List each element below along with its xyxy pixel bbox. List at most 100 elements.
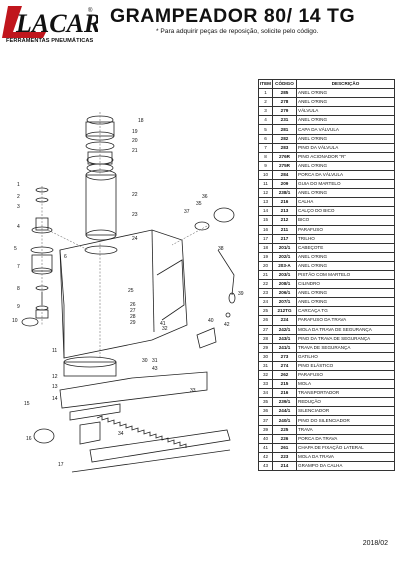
description-cell: ANEL O'RING	[296, 251, 395, 262]
item-cell: 28	[258, 333, 273, 344]
description-cell: SILENCIADOR	[296, 406, 395, 417]
description-cell: CHAPA DE FIXAÇÃO LATERAL	[296, 442, 395, 453]
description-cell: GRAMPO DA CALHA	[296, 460, 395, 472]
callout-15: 15	[24, 401, 30, 407]
callout-35: 35	[196, 201, 202, 207]
item-cell: 17	[258, 233, 273, 244]
page-title: GRAMPEADOR 80/ 14 TG	[110, 5, 356, 27]
exploded-view-drawing: 1 2 3 4 5 6 7 8 9 10 11 12 13 14 15 16 1…	[12, 112, 244, 473]
code-cell: 284	[272, 169, 297, 181]
code-cell: 239/1	[272, 397, 297, 408]
description-cell: ANEL O'RING	[296, 288, 395, 299]
callout-5: 5	[14, 246, 17, 252]
code-cell: 206/1	[272, 288, 297, 299]
code-cell: 203-A	[272, 260, 297, 271]
description-cell: CALÇO DO BICO	[296, 206, 395, 217]
description-cell: ANEL O'RING	[296, 160, 395, 171]
code-cell: 283	[272, 142, 297, 153]
code-cell: 261	[272, 442, 297, 453]
callout-2: 2	[17, 194, 20, 200]
callout-10: 10	[12, 318, 18, 324]
item-cell: 34	[258, 388, 273, 399]
description-cell: CAPA DA VÁLVULA	[296, 124, 395, 135]
callout-11: 11	[52, 348, 57, 354]
item-cell: 19	[258, 251, 273, 262]
code-cell: 213	[272, 206, 297, 217]
description-cell: ANEL O'RING	[296, 88, 395, 99]
callout-43: 43	[152, 366, 158, 372]
code-cell: 212	[272, 215, 297, 226]
description-cell: ANEL O'RING	[296, 97, 395, 108]
description-cell: GUIA DO MARTELO	[296, 179, 395, 190]
revision-date: 2018/02	[362, 540, 388, 547]
item-cell: 43	[258, 460, 273, 472]
item-cell: 30	[258, 351, 273, 362]
registered-mark: ®	[88, 7, 93, 14]
item-cell: 8	[258, 151, 273, 162]
col-code-header: CÓDIGO	[272, 78, 297, 90]
callout-9: 9	[17, 304, 20, 310]
description-cell: MOLA DA TRAVA DE SEGURANÇA	[296, 324, 395, 335]
code-cell: 244/1	[272, 406, 297, 417]
col-description-header: DESCRIÇÃO	[296, 78, 395, 90]
item-cell: 6	[258, 133, 273, 144]
code-cell: 223	[272, 451, 297, 462]
description-cell: PINO DO SILENCIADOR	[296, 415, 395, 426]
item-cell: 3	[258, 106, 273, 117]
description-cell: PINO ELÁSTICO	[296, 360, 395, 372]
callout-6: 6	[64, 254, 67, 260]
code-cell: 203/1	[272, 269, 297, 281]
callout-16: 16	[26, 436, 32, 442]
item-cell: 1	[258, 88, 273, 99]
description-cell: ANEL O'RING	[296, 260, 395, 271]
code-cell: 214	[272, 460, 297, 472]
description-cell: PISTÃO COM MARTELO	[296, 269, 395, 281]
code-cell: 274	[272, 360, 297, 372]
item-cell: 37	[258, 415, 273, 426]
callout-17: 17	[58, 462, 64, 468]
callout-41: 41	[160, 321, 166, 327]
callout-32: 32	[162, 326, 168, 332]
code-cell: 211	[272, 224, 297, 235]
description-cell: PARAFUSO DA TRAVA	[296, 315, 395, 326]
description-cell: TRILHO	[296, 233, 395, 244]
description-cell: PINO ACIONADOR "R"	[296, 151, 395, 162]
item-cell: 5	[258, 124, 273, 135]
code-cell: 279	[272, 106, 297, 117]
item-cell: 31	[258, 360, 273, 372]
item-cell: 12	[258, 188, 273, 199]
callout-1: 1	[17, 182, 20, 188]
item-cell: 21	[258, 269, 273, 281]
item-cell: 24	[258, 297, 273, 308]
callout-42: 42	[224, 322, 230, 328]
code-cell: 243/1	[272, 333, 297, 344]
callout-40: 40	[208, 318, 214, 324]
item-cell: 40	[258, 433, 273, 444]
code-cell: 201/1	[272, 242, 297, 253]
code-cell: 226	[272, 433, 297, 444]
item-cell: 7	[258, 142, 273, 153]
code-cell: 285	[272, 88, 297, 99]
description-cell: VÁLVULA	[296, 106, 395, 117]
description-cell: MOLA DA TRAVA	[296, 451, 395, 462]
